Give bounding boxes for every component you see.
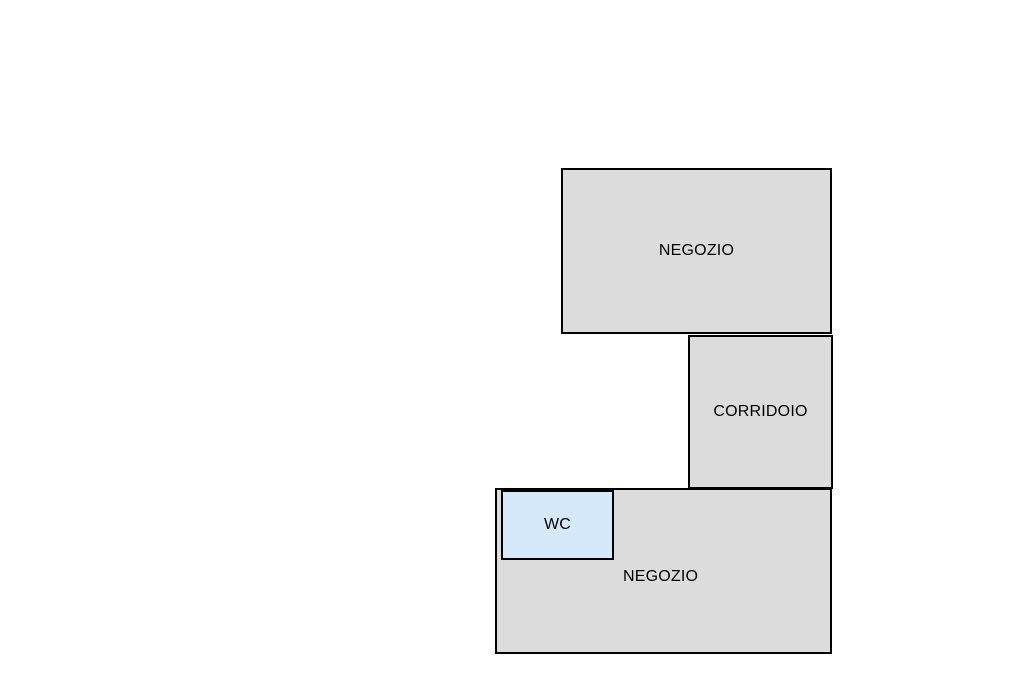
room-label-negozio-bottom: NEGOZIO — [623, 568, 699, 585]
room-corridoio: CORRIDOIO — [688, 335, 833, 489]
room-negozio-top: NEGOZIO — [561, 168, 832, 334]
room-wc: WC — [501, 490, 614, 560]
room-label-wc: WC — [543, 516, 572, 533]
room-label-corridoio: CORRIDOIO — [713, 403, 808, 420]
room-label-negozio-top: NEGOZIO — [658, 242, 735, 259]
